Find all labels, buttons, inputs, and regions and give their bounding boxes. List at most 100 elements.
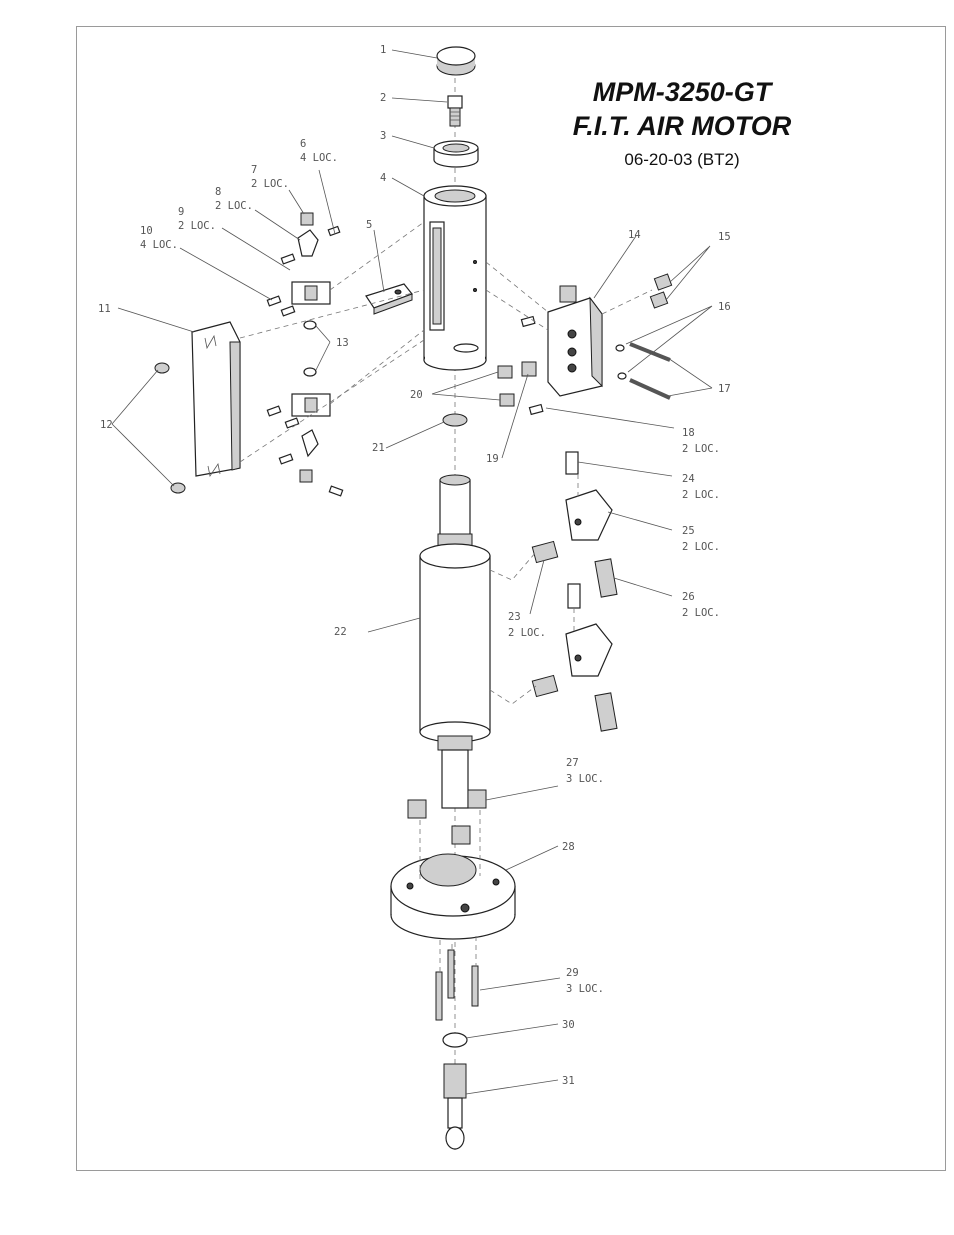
svg-text:22: 22 bbox=[334, 626, 347, 638]
svg-text:29: 29 bbox=[566, 967, 579, 979]
callout-31: 31 bbox=[562, 1075, 575, 1087]
svg-text:4: 4 bbox=[380, 172, 386, 184]
callout-10-qty: 4 LOC. bbox=[140, 239, 178, 251]
callout-11: 11 bbox=[98, 303, 111, 315]
callout-14: 14 bbox=[628, 229, 641, 241]
callout-16: 16 bbox=[718, 301, 731, 313]
part-lock-nut bbox=[443, 1033, 467, 1047]
callout-7-qty: 2 LOC. bbox=[251, 178, 289, 190]
svg-text:2 LOC.: 2 LOC. bbox=[682, 541, 720, 553]
svg-text:19: 19 bbox=[486, 453, 499, 465]
callout-8-qty: 2 LOC. bbox=[215, 200, 253, 212]
part-set-screw bbox=[448, 96, 462, 126]
callout-6-qty: 4 LOC. bbox=[300, 152, 338, 164]
svg-text:10: 10 bbox=[140, 225, 153, 237]
svg-text:25: 25 bbox=[682, 525, 695, 537]
svg-text:17: 17 bbox=[718, 383, 731, 395]
part-motor-fittings bbox=[532, 541, 557, 696]
callout-4: 4 bbox=[380, 172, 386, 184]
callout-18: 18 bbox=[682, 427, 695, 439]
callout-19: 19 bbox=[486, 453, 499, 465]
part-cap-screws bbox=[155, 363, 185, 493]
part-valve-screws bbox=[616, 344, 670, 398]
svg-text:15: 15 bbox=[718, 231, 731, 243]
callout-6: 6 bbox=[300, 138, 306, 150]
svg-text:18: 18 bbox=[682, 427, 695, 439]
svg-text:1: 1 bbox=[380, 44, 386, 56]
svg-text:2 LOC.: 2 LOC. bbox=[682, 607, 720, 619]
part-base-flange bbox=[391, 854, 515, 939]
svg-text:2 LOC.: 2 LOC. bbox=[215, 200, 253, 212]
part-studs bbox=[436, 950, 478, 1020]
callout-15: 15 bbox=[718, 231, 731, 243]
svg-text:13: 13 bbox=[336, 337, 349, 349]
svg-text:2: 2 bbox=[380, 92, 386, 104]
callout-26: 26 bbox=[682, 591, 695, 603]
part-small-fittings bbox=[498, 362, 543, 414]
callout-28: 28 bbox=[562, 841, 575, 853]
callout-3: 3 bbox=[380, 130, 386, 142]
callout-13: 13 bbox=[336, 337, 349, 349]
svg-text:24: 24 bbox=[682, 473, 695, 485]
callout-10: 10 bbox=[140, 225, 153, 237]
callout-25-qty: 2 LOC. bbox=[682, 541, 720, 553]
callout-5: 5 bbox=[366, 219, 372, 231]
callout-1: 1 bbox=[380, 44, 386, 56]
part-cap bbox=[437, 47, 475, 75]
svg-text:5: 5 bbox=[366, 219, 372, 231]
svg-text:2 LOC.: 2 LOC. bbox=[251, 178, 289, 190]
callout-23: 23 bbox=[508, 611, 521, 623]
callout-2: 2 bbox=[380, 92, 386, 104]
svg-text:16: 16 bbox=[718, 301, 731, 313]
svg-text:26: 26 bbox=[682, 591, 695, 603]
svg-text:27: 27 bbox=[566, 757, 579, 769]
svg-text:28: 28 bbox=[562, 841, 575, 853]
callout-22: 22 bbox=[334, 626, 347, 638]
callout-17: 17 bbox=[718, 383, 731, 395]
svg-text:3 LOC.: 3 LOC. bbox=[566, 983, 604, 995]
svg-text:3: 3 bbox=[380, 130, 386, 142]
svg-text:30: 30 bbox=[562, 1019, 575, 1031]
svg-text:2 LOC.: 2 LOC. bbox=[178, 220, 216, 232]
svg-text:11: 11 bbox=[98, 303, 111, 315]
callout-27: 27 bbox=[566, 757, 579, 769]
leader-lines bbox=[112, 50, 712, 1094]
part-guide-bar bbox=[192, 322, 240, 476]
part-washer bbox=[443, 414, 467, 426]
svg-text:14: 14 bbox=[628, 229, 641, 241]
callout-7: 7 bbox=[251, 164, 257, 176]
part-air-motor bbox=[420, 475, 490, 808]
part-collar bbox=[434, 141, 478, 167]
svg-text:8: 8 bbox=[215, 186, 221, 198]
callout-30: 30 bbox=[562, 1019, 575, 1031]
part-drive-shaft bbox=[444, 1064, 466, 1149]
callout-29-qty: 3 LOC. bbox=[566, 983, 604, 995]
callout-24: 24 bbox=[682, 473, 695, 485]
part-cylinder-housing bbox=[424, 186, 486, 370]
callout-26-qty: 2 LOC. bbox=[682, 607, 720, 619]
callout-9: 9 bbox=[178, 206, 184, 218]
svg-text:23: 23 bbox=[508, 611, 521, 623]
svg-text:2 LOC.: 2 LOC. bbox=[508, 627, 546, 639]
part-air-valve bbox=[521, 286, 602, 396]
callout-8: 8 bbox=[215, 186, 221, 198]
svg-text:20: 20 bbox=[410, 389, 423, 401]
callout-9-qty: 2 LOC. bbox=[178, 220, 216, 232]
part-left-fittings-bottom bbox=[267, 368, 342, 496]
callout-20: 20 bbox=[410, 389, 423, 401]
svg-text:2 LOC.: 2 LOC. bbox=[682, 443, 720, 455]
part-exhaust-assembly bbox=[566, 452, 617, 731]
callout-25: 25 bbox=[682, 525, 695, 537]
callout-21: 21 bbox=[372, 442, 385, 454]
svg-text:12: 12 bbox=[100, 419, 113, 431]
svg-text:3 LOC.: 3 LOC. bbox=[566, 773, 604, 785]
svg-text:7: 7 bbox=[251, 164, 257, 176]
svg-text:21: 21 bbox=[372, 442, 385, 454]
svg-text:2 LOC.: 2 LOC. bbox=[682, 489, 720, 501]
svg-text:9: 9 bbox=[178, 206, 184, 218]
svg-text:31: 31 bbox=[562, 1075, 575, 1087]
callout-29: 29 bbox=[566, 967, 579, 979]
callout-27-qty: 3 LOC. bbox=[566, 773, 604, 785]
callout-18-qty: 2 LOC. bbox=[682, 443, 720, 455]
